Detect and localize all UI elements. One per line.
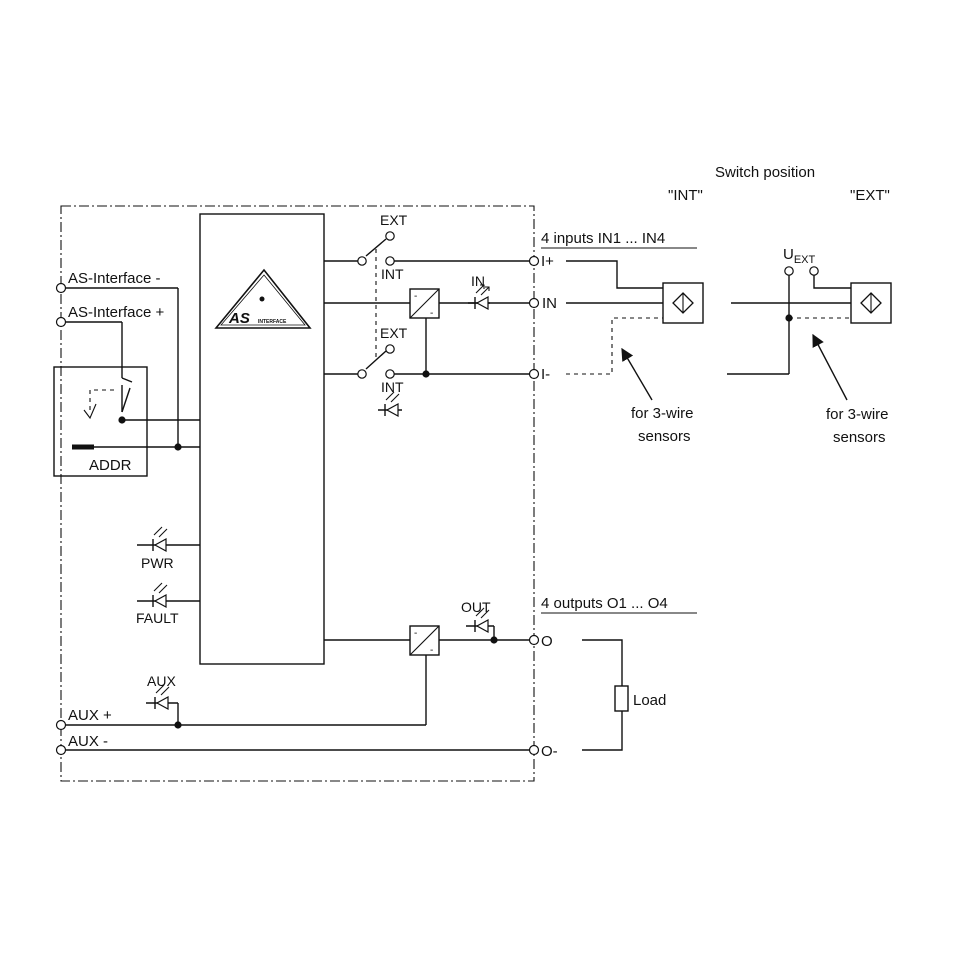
input-i-minus-line: EXT INT I- <box>324 249 550 418</box>
in-label: IN <box>542 295 557 312</box>
i-plus-label: I+ <box>541 253 554 270</box>
load-resistor <box>614 685 629 712</box>
o-minus-terminal[interactable] <box>528 744 540 756</box>
svg-text:-: - <box>430 645 433 656</box>
aux-minus-terminal[interactable] <box>55 744 67 756</box>
arrow-int-three-wire <box>621 347 653 401</box>
note-int-line1: for 3-wire <box>631 405 694 422</box>
switch-bottom-contact <box>357 369 367 379</box>
as-interface-minus-label: AS-Interface - <box>68 270 161 287</box>
switch-top-int-label: INT <box>381 266 404 282</box>
switch-top-int-contact <box>385 256 395 266</box>
logo-text: AS <box>228 310 250 327</box>
note-ext-line1: for 3-wire <box>826 406 889 423</box>
uext-terminal-2[interactable] <box>809 266 819 276</box>
led-in-label: IN <box>471 273 485 289</box>
led-pwr <box>137 526 200 553</box>
i-minus-terminal[interactable] <box>528 368 540 380</box>
logo-subtext: INTERFACE <box>258 319 287 325</box>
switch-bottom-int-contact <box>385 369 395 379</box>
int-sensor-wiring <box>566 260 704 375</box>
note-int-line2: sensors <box>638 428 691 445</box>
switch-top-ext-label: EXT <box>380 212 408 228</box>
as-interface-plus-label: AS-Interface + <box>68 304 165 321</box>
switch-top-ext-contact <box>385 231 395 241</box>
as-interface-minus-terminal[interactable] <box>55 282 67 294</box>
addr-label: ADDR <box>89 457 132 474</box>
svg-text:-: - <box>430 308 433 319</box>
o-minus-label: O- <box>541 743 558 760</box>
aux-wiring: AUX AUX + AUX - O- <box>55 655 558 760</box>
svg-text:-: - <box>414 628 417 639</box>
led-in <box>468 284 490 311</box>
led-fault <box>137 582 200 609</box>
outputs-title: 4 outputs O1 ... O4 <box>541 595 668 612</box>
output-o-line: - - O OUT <box>324 599 553 656</box>
led-fault-label: FAULT <box>136 610 179 626</box>
module-boundary <box>60 205 535 782</box>
in-terminal[interactable] <box>528 297 540 309</box>
led-out-label: OUT <box>461 599 491 615</box>
switch-top-contact <box>357 256 367 266</box>
inputs-title: 4 inputs IN1 ... IN4 <box>541 230 665 247</box>
switch-bottom-ext-contact <box>385 344 395 354</box>
uext-terminal-1[interactable] <box>784 266 794 276</box>
aux-plus-terminal[interactable] <box>55 719 67 731</box>
addr-block: ADDR <box>53 366 200 477</box>
o-terminal[interactable] <box>528 634 540 646</box>
svg-text:-: - <box>414 291 417 302</box>
as-interface-plus-terminal[interactable] <box>55 316 67 328</box>
input-in-line: - - IN IN <box>324 273 557 319</box>
arrow-ext-three-wire <box>812 333 848 401</box>
switch-position-title: Switch position <box>715 164 815 181</box>
ext-position-label: "EXT" <box>850 187 890 204</box>
o-label: O <box>541 633 553 650</box>
asi-logo: AS INTERFACE <box>214 268 312 329</box>
int-sensor <box>662 282 704 324</box>
i-minus-label: I- <box>541 366 550 383</box>
as-interface-terminals: AS-Interface - AS-Interface + <box>55 270 200 448</box>
load: Load <box>582 639 666 751</box>
aux-minus-label: AUX - <box>68 733 108 750</box>
led-out <box>466 607 495 640</box>
aux-plus-label: AUX + <box>68 707 112 724</box>
i-plus-terminal[interactable] <box>528 255 540 267</box>
switch-bottom-ext-label: EXT <box>380 325 408 341</box>
led-pwr-label: PWR <box>141 555 174 571</box>
ext-sensor <box>850 282 892 324</box>
led-aux-label: AUX <box>147 673 176 689</box>
input-i-plus-line: EXT INT I+ <box>324 212 554 282</box>
led-aux <box>146 684 178 711</box>
uext-label: UEXT <box>783 246 816 266</box>
led-int-switch <box>378 391 402 418</box>
load-label: Load <box>633 692 666 709</box>
note-ext-line2: sensors <box>833 429 886 446</box>
int-position-label: "INT" <box>668 187 703 204</box>
ext-sensor-wiring: UEXT <box>727 246 892 375</box>
switch-bottom-int-label: INT <box>381 379 404 395</box>
as-interface-chip <box>199 213 325 665</box>
